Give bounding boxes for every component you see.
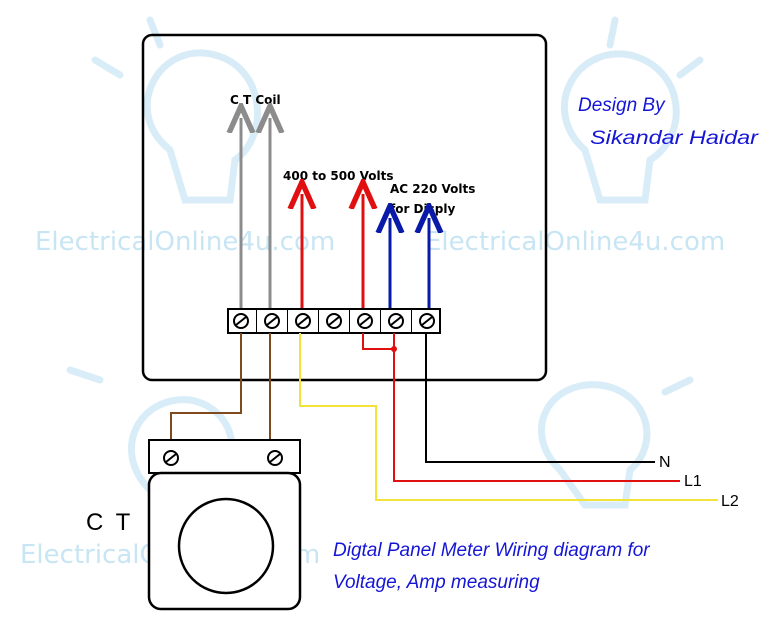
terminal-screw bbox=[419, 313, 435, 329]
terminal-screw bbox=[357, 309, 381, 333]
terminal-screw bbox=[233, 309, 257, 333]
ac-supply-label-2: for Disply bbox=[390, 202, 455, 216]
line2-label: L2 bbox=[721, 493, 739, 510]
watermark-text-top-right: ElectricalOnline4u.com bbox=[425, 227, 725, 257]
line1-wire bbox=[393, 333, 680, 482]
ct-wire-1 bbox=[170, 333, 242, 450]
caption-line-2: Voltage, Amp measuring bbox=[333, 572, 540, 593]
ct-label: C T bbox=[86, 509, 133, 536]
line1-label: L1 bbox=[684, 473, 702, 490]
ct-terminal-1 bbox=[163, 450, 179, 466]
voltage-jumper bbox=[362, 333, 394, 350]
current-transformer bbox=[147, 439, 302, 611]
panel-meter-box bbox=[141, 33, 548, 382]
line2-wire bbox=[299, 333, 718, 501]
ct-coil-label: C T Coil bbox=[230, 93, 281, 107]
neutral-wire bbox=[425, 333, 655, 463]
terminal-screw bbox=[264, 309, 288, 333]
caption-line-1: Digtal Panel Meter Wiring diagram for bbox=[333, 540, 650, 561]
design-credit-line-2: Sikandar Haidar bbox=[590, 128, 759, 149]
terminal-screw bbox=[388, 309, 412, 333]
terminal-screw bbox=[326, 309, 350, 333]
design-credit-line-1: Design By bbox=[578, 95, 666, 116]
watermark-bulbs bbox=[66, 16, 704, 519]
watermark-text-top-left: ElectricalOnline4u.com bbox=[35, 227, 335, 257]
ct-terminal-2 bbox=[267, 450, 283, 466]
terminal-block bbox=[227, 308, 441, 334]
neutral-label: N bbox=[659, 454, 671, 471]
ct-core-ring bbox=[177, 497, 275, 595]
terminal-screw bbox=[295, 309, 319, 333]
ac-supply-label-1: AC 220 Volts bbox=[390, 182, 475, 196]
voltage-range-label: 400 to 500 Volts bbox=[283, 169, 393, 183]
